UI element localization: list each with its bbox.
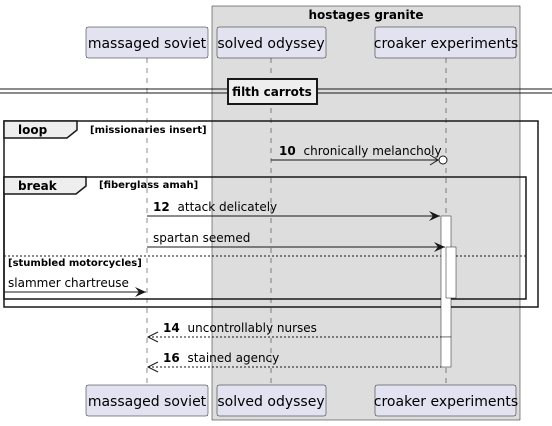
message-label: 12 attack delicately bbox=[153, 200, 277, 214]
participant-group-title: hostages granite bbox=[309, 8, 424, 22]
message-number: 16 bbox=[163, 351, 180, 365]
loop-guard: [missionaries insert] bbox=[90, 125, 207, 136]
message-label: 14 uncontrollably nurses bbox=[163, 321, 317, 335]
message-text: uncontrollably nurses bbox=[188, 321, 317, 335]
message-text: stained agency bbox=[188, 351, 280, 365]
message-number: 12 bbox=[153, 200, 170, 214]
divider: filth carrots bbox=[0, 78, 552, 105]
loop-keyword: loop bbox=[18, 123, 48, 137]
message-text: chronically melancholy bbox=[304, 144, 442, 158]
message-number: 14 bbox=[163, 321, 180, 335]
participant-label: solved odyssey bbox=[217, 394, 324, 410]
message-label: spartan seemed bbox=[153, 231, 250, 245]
message-label: 10 chronically melancholy bbox=[279, 144, 442, 158]
message-spartan-seemed: spartan seemed bbox=[147, 231, 445, 252]
message-label: slammer chartreuse bbox=[8, 276, 129, 290]
message-text: attack delicately bbox=[178, 200, 278, 214]
participant-label: massaged soviet bbox=[88, 394, 207, 410]
participant-label: croaker experiments bbox=[374, 36, 518, 52]
participant-croaker-experiments-top: croaker experiments bbox=[374, 26, 518, 59]
message-label: 16 stained agency bbox=[163, 351, 279, 365]
participant-label: croaker experiments bbox=[374, 394, 518, 410]
message-16: 16 stained agency bbox=[146, 351, 441, 373]
participant-label: solved odyssey bbox=[217, 36, 324, 52]
message-slammer-chartreuse: slammer chartreuse bbox=[4, 276, 146, 297]
participant-massaged-soviet-bottom: massaged soviet bbox=[85, 384, 209, 417]
break-fragment: break [fiberglass amah] [stumbled motorc… bbox=[3, 176, 527, 300]
participant-label: massaged soviet bbox=[88, 36, 207, 52]
participant-group-box bbox=[211, 5, 521, 421]
divider-label: filth carrots bbox=[232, 85, 312, 99]
message-number: 10 bbox=[279, 144, 296, 158]
break-guard: [fiberglass amah] bbox=[99, 180, 198, 191]
message-10: 10 chronically melancholy bbox=[271, 144, 448, 166]
participant-croaker-experiments-bottom: croaker experiments bbox=[374, 384, 518, 417]
participant-massaged-soviet-top: massaged soviet bbox=[85, 26, 209, 59]
participant-solved-odyssey-bottom: solved odyssey bbox=[216, 384, 327, 417]
message-14: 14 uncontrollably nurses bbox=[146, 321, 441, 343]
participant-solved-odyssey-top: solved odyssey bbox=[216, 26, 327, 59]
break-keyword: break bbox=[18, 179, 58, 193]
activation-bar bbox=[440, 336, 452, 368]
activation-bar bbox=[445, 246, 457, 299]
message-12: 12 attack delicately bbox=[147, 200, 440, 221]
break-else-guard: [stumbled motorcycles] bbox=[8, 258, 142, 269]
